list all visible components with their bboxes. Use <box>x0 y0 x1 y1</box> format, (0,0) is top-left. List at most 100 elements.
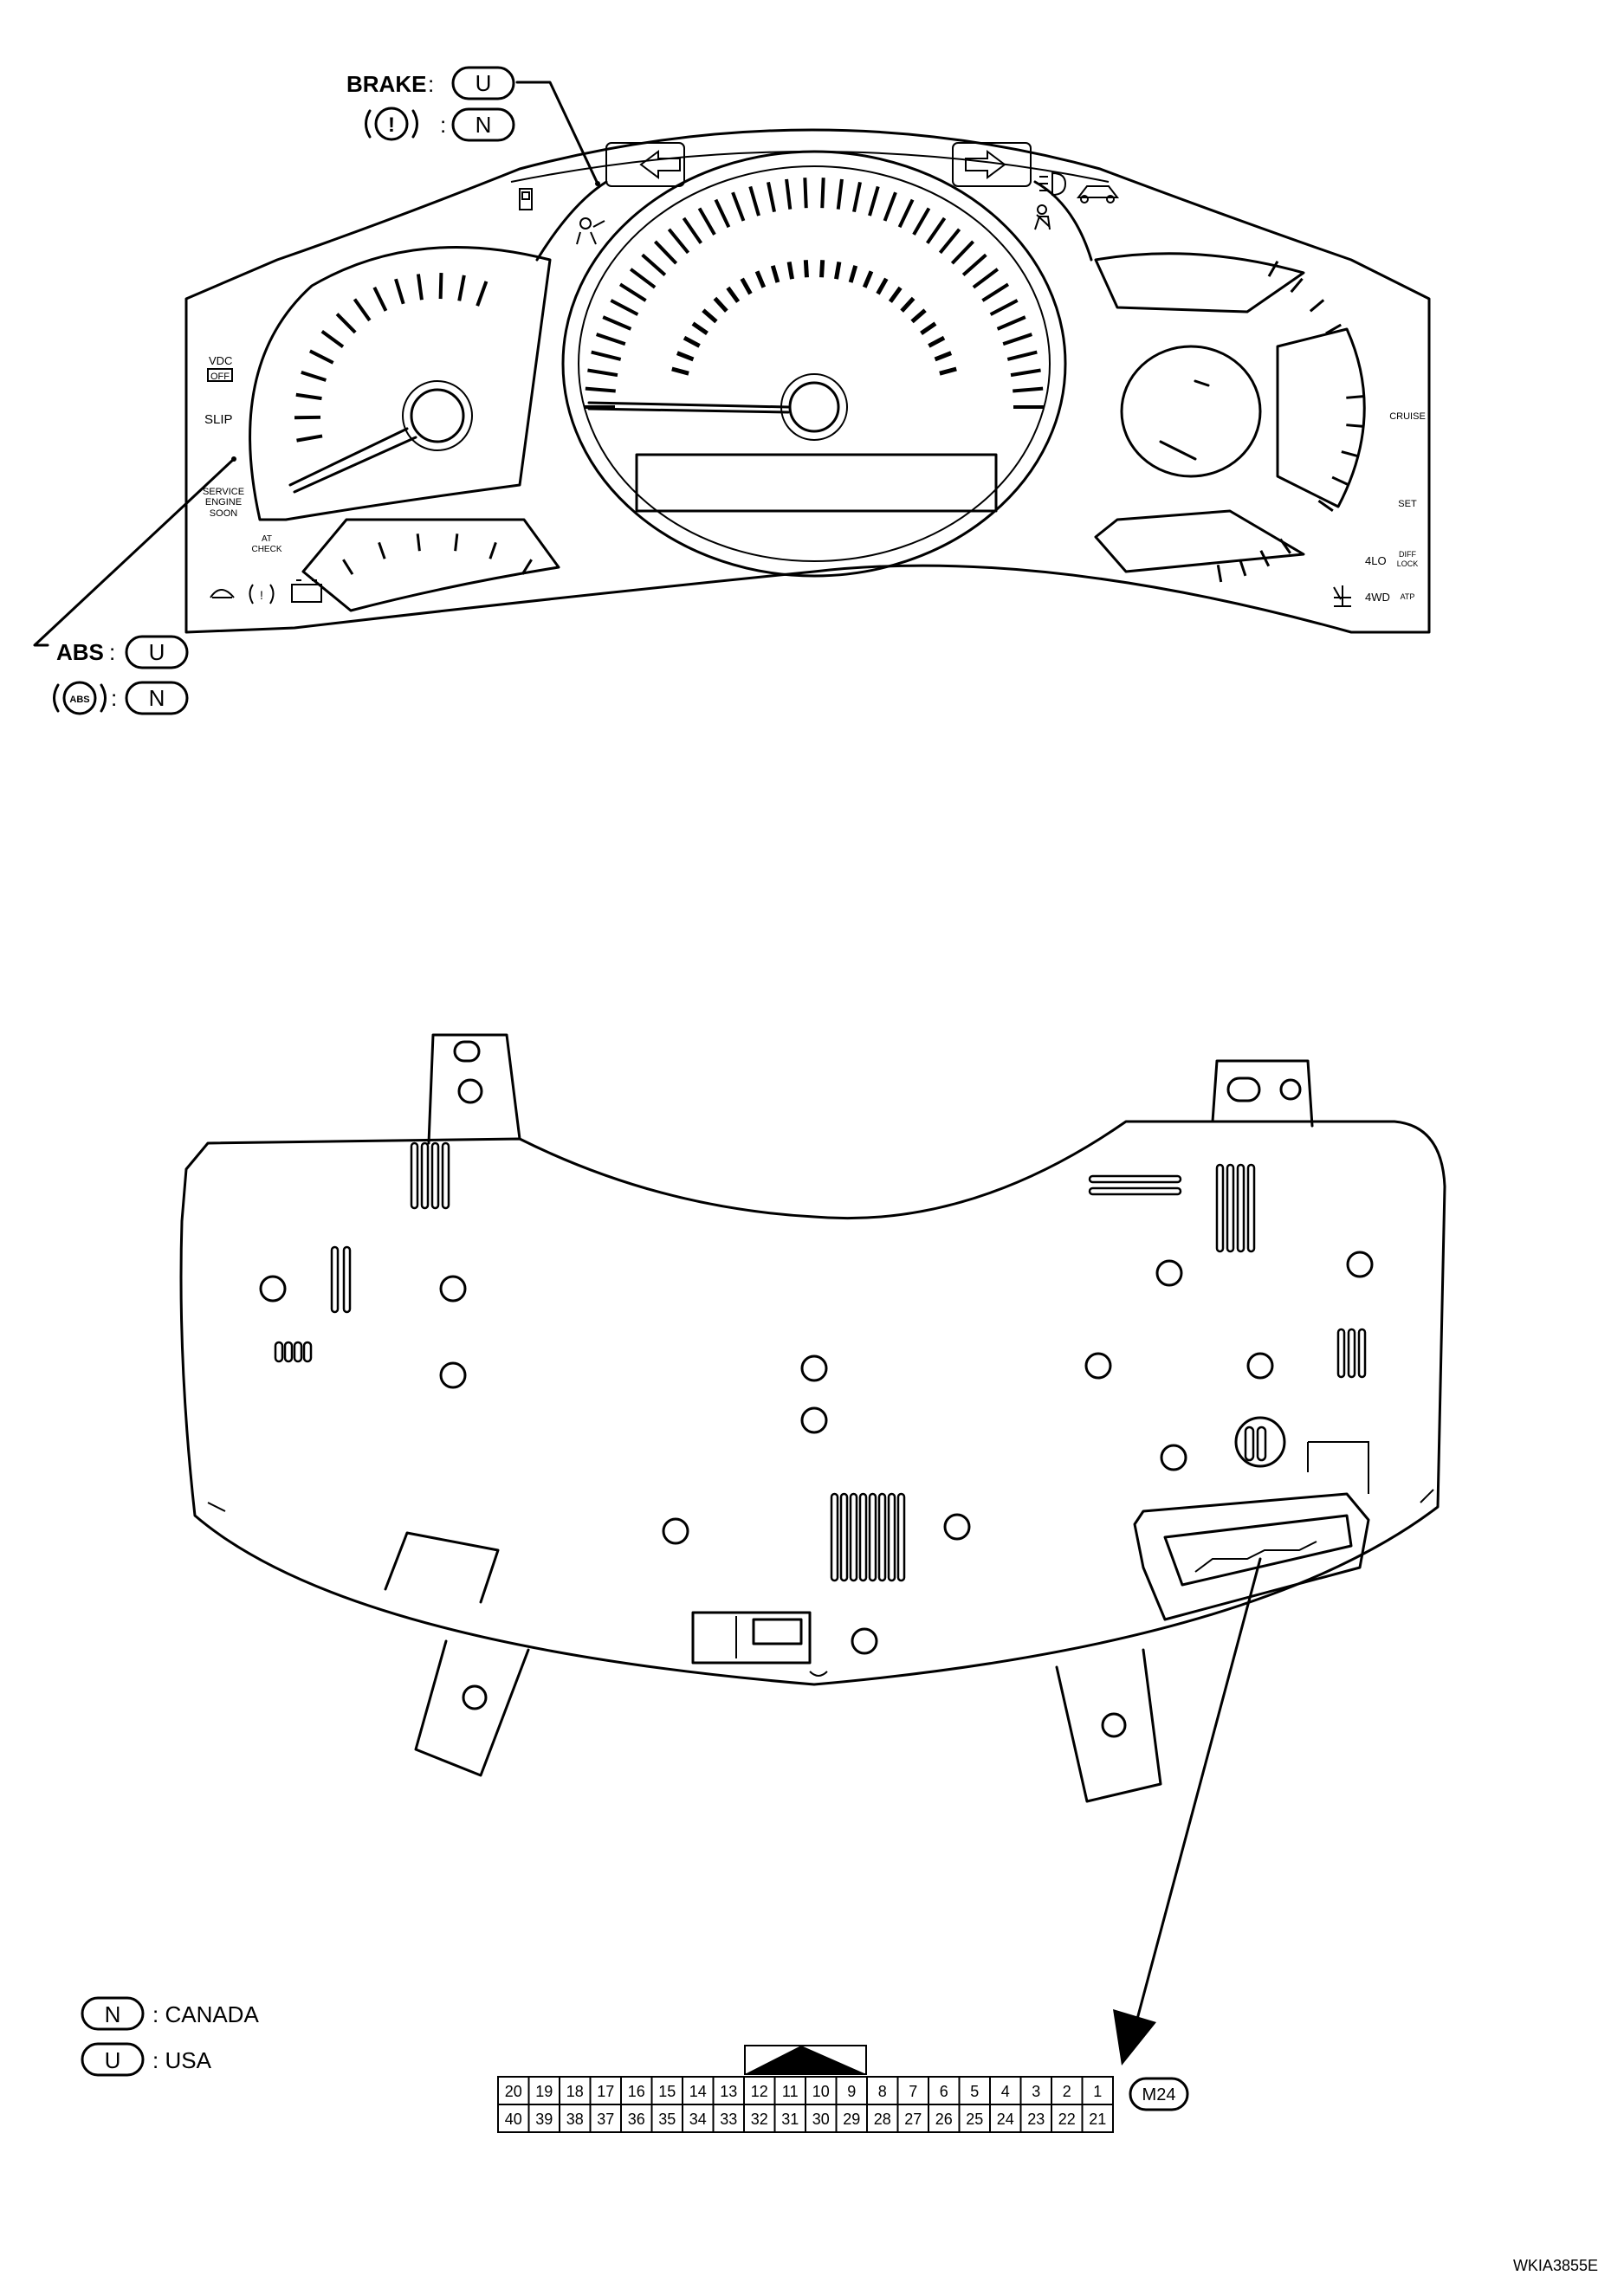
gauge-tick <box>1279 538 1291 554</box>
speedometer <box>561 150 1067 578</box>
label-soon: SOON <box>210 508 237 519</box>
tachometer <box>249 246 552 521</box>
pin-cell <box>620 2076 653 2105</box>
gauge-tick <box>900 296 916 313</box>
pin-cell <box>1081 2104 1114 2133</box>
speedometer-hub <box>788 381 840 433</box>
pin-cell <box>805 2076 838 2105</box>
pin-number: 28 <box>874 2111 891 2128</box>
gauge-tick <box>378 541 386 559</box>
gauge-tick <box>416 274 424 301</box>
label-set: SET <box>1398 499 1417 509</box>
gauge-tick <box>682 217 702 244</box>
legend-u-text: : USA <box>152 2047 212 2073</box>
mounting-hole <box>851 1627 878 1655</box>
brake-callout: BRAKE : U ! : N <box>346 66 600 186</box>
gauge-tick <box>912 207 931 236</box>
pin-number: 29 <box>843 2111 860 2128</box>
pin-number: 39 <box>535 2111 553 2128</box>
gauge-tick <box>641 253 667 276</box>
pin-number: 20 <box>505 2083 522 2100</box>
label-vdc: VDC <box>209 354 232 367</box>
label-check: CHECK <box>251 545 281 554</box>
gauge-tick <box>876 277 889 295</box>
pin-number: 31 <box>781 2111 799 2128</box>
gauge-tick <box>335 313 357 334</box>
gauge-tick <box>353 298 372 322</box>
legend: N : CANADA U : USA <box>81 1996 259 2077</box>
gauge-tick <box>667 228 690 255</box>
vent-slot <box>1336 1328 1346 1379</box>
svg-text:U: U <box>149 639 165 665</box>
airbag-icon <box>576 217 605 245</box>
vent-slot <box>1244 1425 1255 1462</box>
gauge-tick <box>868 185 880 217</box>
pin-cell <box>743 2076 776 2105</box>
svg-text::: : <box>111 685 117 711</box>
gauge-tick <box>1006 350 1038 361</box>
pin-number: 12 <box>751 2083 768 2100</box>
pin-cell <box>620 2104 653 2133</box>
gauge-tick <box>754 270 767 288</box>
gauge-tick <box>308 349 334 365</box>
vent-slot <box>830 1492 839 1582</box>
vent-slot <box>1246 1163 1256 1253</box>
gauge-tick <box>897 198 915 229</box>
pin-cell <box>743 2104 776 2133</box>
vent-slot <box>274 1341 284 1363</box>
svg-text:N: N <box>105 2001 121 2027</box>
label-service: SERVICE <box>203 487 244 497</box>
vent-slots <box>274 1141 1367 1582</box>
gauge-tick <box>1290 277 1304 294</box>
mounting-hole <box>662 1517 689 1545</box>
mounting-hole <box>800 1406 828 1434</box>
gauge-tick <box>786 262 794 280</box>
gauge-tick <box>476 281 488 307</box>
pin-number: 1 <box>1093 2083 1102 2100</box>
pin-number: 21 <box>1089 2111 1106 2128</box>
legend-n-text: : CANADA <box>152 2001 259 2027</box>
gauge-tick <box>726 286 741 303</box>
gauge-tick <box>961 253 987 276</box>
gauge-tick <box>610 299 639 316</box>
speedometer-ticks <box>585 178 1044 409</box>
gauge-tick <box>301 370 327 382</box>
gauge-tick <box>888 286 903 303</box>
gauge-tick <box>372 287 388 312</box>
vent-slot <box>430 1141 440 1210</box>
gauge-tick <box>585 386 616 393</box>
vent-slot <box>1236 1163 1245 1253</box>
rear-housing <box>179 1120 1446 1686</box>
gauge-tick <box>602 315 632 331</box>
gauge-tick <box>295 392 322 401</box>
gauge-tick <box>834 262 842 280</box>
tire-pressure-icon: ! <box>249 584 275 604</box>
headlight-icon <box>1039 171 1067 197</box>
pin-number: 8 <box>878 2083 887 2100</box>
gauge-tick <box>394 278 405 305</box>
pin-cell <box>1051 2104 1084 2133</box>
svg-text:N: N <box>476 112 492 138</box>
tachometer-ticks <box>294 273 488 443</box>
pin-cell <box>589 2076 622 2105</box>
gauge-tick <box>1346 395 1364 399</box>
mounting-holes <box>259 1251 1374 1655</box>
gauge-tick <box>618 282 647 302</box>
vent-slot <box>342 1245 352 1314</box>
connector-id: M24 <box>1142 2085 1176 2104</box>
label-slip: SLIP <box>204 412 233 427</box>
label-at: AT <box>262 534 272 544</box>
vent-slot <box>1357 1328 1367 1379</box>
pin-number: 26 <box>935 2111 953 2128</box>
svg-text::: : <box>428 71 434 97</box>
vent-slot <box>1215 1163 1225 1253</box>
connector-pointer-arrow <box>1113 2009 1156 2066</box>
svg-text:!: ! <box>260 588 263 602</box>
rear-connector-housing <box>1133 1492 1370 1621</box>
pin-number: 40 <box>505 2111 522 2128</box>
pin-cell <box>527 2076 560 2105</box>
meter-rear-view <box>179 1033 1446 2066</box>
vent-slot <box>1347 1328 1356 1379</box>
label-cruise: CRUISE <box>1389 411 1426 422</box>
